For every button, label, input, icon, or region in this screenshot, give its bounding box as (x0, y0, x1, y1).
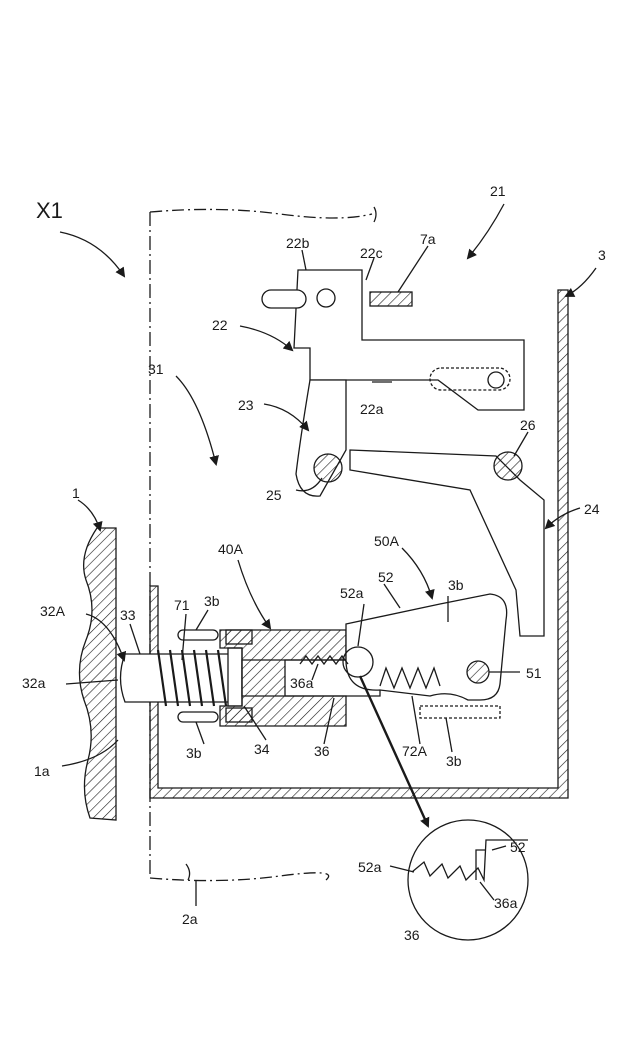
rail-bottom-left (178, 712, 218, 722)
label-3: 3 (598, 247, 606, 263)
bottom-break-mark (186, 864, 190, 880)
arrow-23 (264, 404, 308, 430)
label-51: 51 (526, 665, 542, 681)
label-52a: 52a (340, 585, 364, 601)
label-22c: 22c (360, 245, 383, 261)
title-label: X1 (36, 198, 63, 223)
leader-3b-bl (196, 722, 204, 744)
detail-circle (408, 820, 528, 940)
label-22b: 22b (286, 235, 310, 251)
label-36: 36 (314, 743, 330, 759)
pivot-26 (494, 452, 522, 480)
label-33: 33 (120, 607, 136, 623)
arrow-x1 (60, 232, 124, 276)
leader-3b-tl (196, 610, 208, 630)
label-71: 71 (174, 597, 190, 613)
leader-3b-br (446, 718, 452, 752)
door-panel (79, 528, 116, 820)
lock-lever (346, 594, 507, 700)
leader-33 (130, 624, 140, 654)
label-26: 26 (520, 417, 536, 433)
rail-bottom-right (420, 706, 500, 718)
lever-pivot (467, 661, 489, 683)
label-72a: 72A (402, 743, 428, 759)
label-1: 1 (72, 485, 80, 501)
plate-7a (370, 292, 412, 306)
label-32a-upper: 32A (40, 603, 66, 619)
flange (228, 648, 242, 706)
leader-72a (412, 696, 420, 744)
label-22: 22 (212, 317, 228, 333)
label-1a: 1a (34, 763, 50, 779)
arrow-21 (468, 204, 504, 258)
arrow-31 (176, 376, 216, 464)
label-3b-bottom-right: 3b (446, 753, 462, 769)
leader-22c (366, 258, 374, 280)
leader-22b (302, 250, 306, 270)
leader-26 (514, 432, 528, 456)
label-2a: 2a (182, 911, 198, 927)
gasket-bottom (226, 708, 252, 722)
label-50a: 50A (374, 533, 400, 549)
leader-7a (398, 246, 428, 292)
label-34: 34 (254, 741, 270, 757)
arrow-1 (78, 500, 100, 530)
label-23: 23 (238, 397, 254, 413)
gasket-top (226, 630, 252, 644)
label-3b-top-right: 3b (448, 577, 464, 593)
label-25: 25 (266, 487, 282, 503)
label-7a: 7a (420, 231, 436, 247)
pivot-25 (314, 454, 342, 482)
arrow-40a (238, 560, 270, 628)
arrow-22 (240, 326, 292, 350)
latch-tab (262, 290, 306, 308)
leader-52 (384, 584, 400, 608)
label-32a-lower: 32a (22, 675, 46, 691)
label-31: 31 (148, 361, 164, 377)
top-break-mark (374, 207, 376, 222)
detail-label-52: 52 (510, 839, 526, 855)
label-52: 52 (378, 569, 394, 585)
label-3b-bottom-left: 3b (186, 745, 202, 761)
label-3b-top-left: 3b (204, 593, 220, 609)
label-22a: 22a (360, 401, 384, 417)
label-36a: 36a (290, 675, 314, 691)
arrow-50a (402, 548, 432, 598)
bottom-break-line (150, 873, 329, 881)
arrow-3 (566, 268, 596, 296)
top-break-line (150, 209, 372, 218)
detail-label-36a: 36a (494, 895, 518, 911)
label-24: 24 (584, 501, 600, 517)
detail-label-36: 36 (404, 927, 420, 943)
label-40a: 40A (218, 541, 244, 557)
detail-label-52a: 52a (358, 859, 382, 875)
label-21: 21 (490, 183, 506, 199)
